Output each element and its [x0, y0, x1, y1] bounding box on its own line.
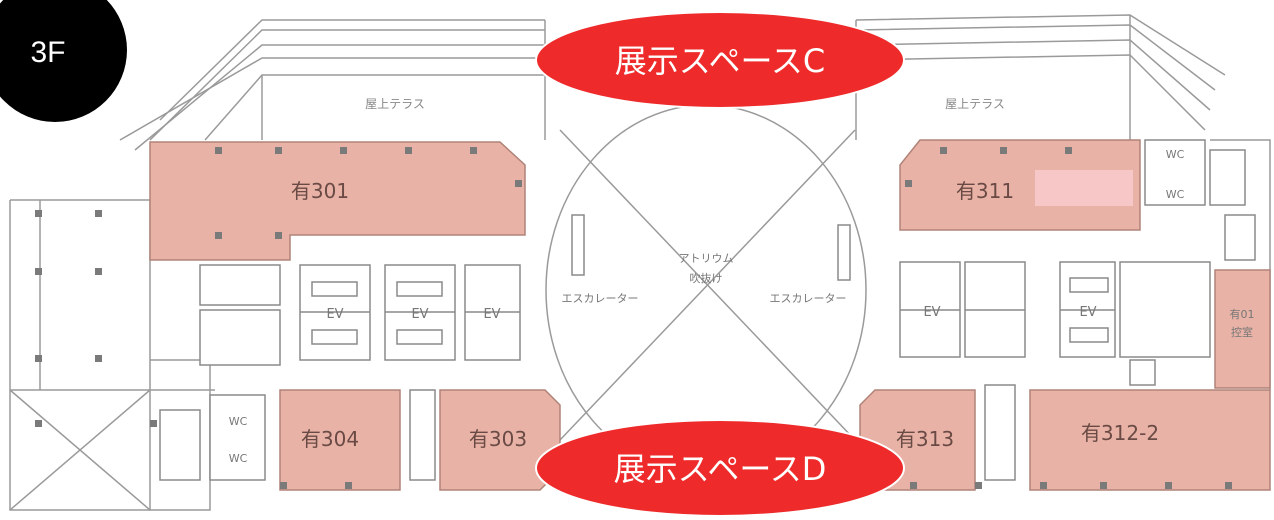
callout-space-c-label: 展示スペースC — [615, 42, 826, 80]
map-labels: 屋上テラス 屋上テラス アトリウム 吹抜け エスカレーター エスカレーター EV… — [229, 97, 1255, 465]
floor-label: 3F — [30, 36, 65, 69]
callout-space-d-label: 展示スペースD — [614, 450, 827, 488]
callout-space-c[interactable]: 展示スペースC — [535, 11, 905, 109]
ev-label-3: EV — [483, 307, 500, 322]
core-right — [837, 139, 1256, 481]
room-301-label: 有301 — [291, 179, 349, 203]
escalator-right-label: エスカレーター — [770, 292, 847, 305]
atrium-label-line1: アトリウム — [679, 252, 734, 265]
wc-label-2: WC — [1166, 188, 1185, 201]
room-304-area — [279, 389, 401, 491]
room-313-label: 有313 — [896, 427, 954, 451]
columns — [35, 147, 1232, 489]
atrium-label-line2: 吹抜け — [690, 271, 723, 285]
room-311-area — [899, 139, 1141, 231]
ev-label-1: EV — [326, 307, 343, 322]
room-311-label: 有311 — [956, 179, 1014, 203]
room-312-2-label: 有312-2 — [1081, 421, 1159, 445]
core-left — [159, 214, 585, 481]
terrace-right-label: 屋上テラス — [945, 97, 1005, 111]
rooms — [149, 139, 1271, 491]
ev-label-4: EV — [923, 305, 940, 320]
floor-badge: 3F — [0, 0, 127, 122]
ev-label-5: EV — [1079, 305, 1096, 320]
callout-space-d[interactable]: 展示スペースD — [535, 419, 905, 517]
room-304-label: 有304 — [301, 427, 359, 451]
room-301-area — [149, 141, 526, 261]
office-area — [1214, 269, 1271, 389]
room-312-2-area — [1029, 389, 1271, 491]
ev-label-2: EV — [411, 307, 428, 322]
office-label-line1: 有01 — [1230, 307, 1255, 321]
office-label-line2: 控室 — [1231, 325, 1253, 339]
room-303-label: 有303 — [469, 427, 527, 451]
pink-block — [1035, 170, 1133, 206]
terrace-left-label: 屋上テラス — [365, 97, 425, 111]
wc-label-1: WC — [1166, 148, 1185, 161]
wc-label-4: WC — [229, 452, 248, 465]
escalator-left-label: エスカレーター — [562, 292, 639, 305]
wc-label-3: WC — [229, 415, 248, 428]
